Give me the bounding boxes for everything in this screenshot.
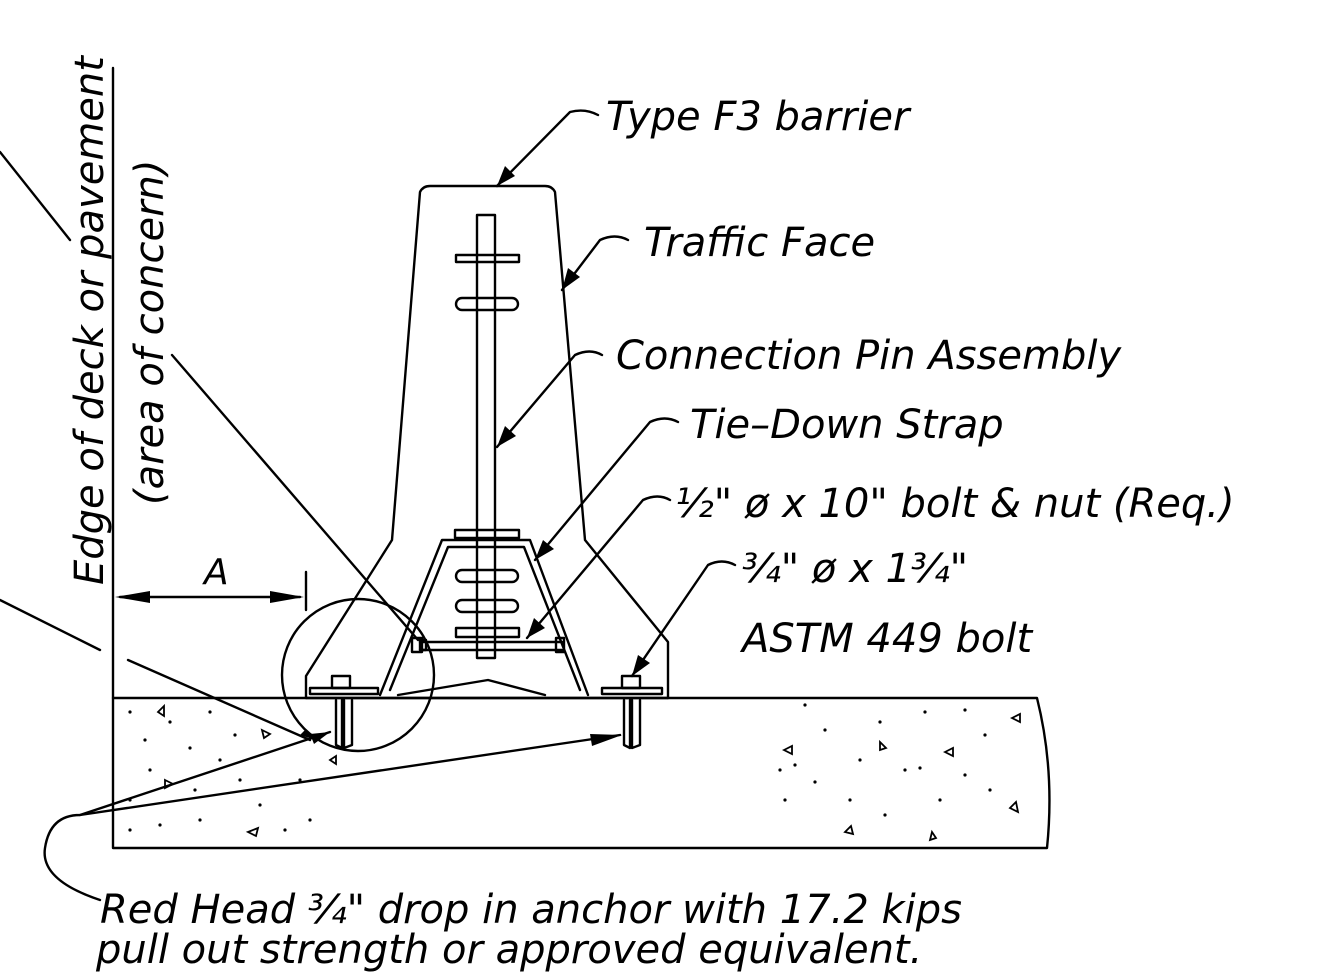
anchor-bolt-left xyxy=(308,674,380,750)
connection-pin-assembly xyxy=(453,213,521,660)
half-inch-bolt xyxy=(410,636,566,654)
label-edge-2: (area of concern) xyxy=(127,160,173,506)
label-barrier: Type F3 barrier xyxy=(606,94,912,140)
label-three-bolt-b: ASTM 449 bolt xyxy=(739,616,1033,662)
label-tie-down: Tie–Down Strap xyxy=(690,402,1004,448)
label-pin-assembly: Connection Pin Assembly xyxy=(616,333,1122,379)
label-dim-a: A xyxy=(202,552,229,593)
label-edge-1: Edge of deck or pavement xyxy=(67,55,113,585)
dimension-a xyxy=(115,570,308,612)
leader-half-bolt xyxy=(525,495,672,640)
concrete-aggregate xyxy=(128,703,1021,842)
leader-connection-pin xyxy=(495,350,604,449)
detail-circle xyxy=(280,597,436,753)
label-traffic-face: Traffic Face xyxy=(644,220,875,266)
leader-barrier xyxy=(495,109,600,188)
leader-anchor xyxy=(43,730,622,902)
label-half-bolt: ½" ø x 10" bolt & nut (Req.) xyxy=(675,481,1235,527)
f3-barrier xyxy=(304,184,670,700)
label-anchor-1: Red Head ¾" drop in anchor with 17.2 kip… xyxy=(100,887,962,933)
leader-tie-down xyxy=(533,417,680,562)
leader-three-quarter-bolt xyxy=(630,560,737,678)
leader-traffic-face xyxy=(560,235,630,292)
concrete-deck xyxy=(111,696,1051,850)
left-leaders xyxy=(0,150,420,742)
label-anchor-2: pull out strength or approved equivalent… xyxy=(95,927,922,973)
label-three-bolt-a: ¾" ø x 1¾" xyxy=(742,546,968,592)
